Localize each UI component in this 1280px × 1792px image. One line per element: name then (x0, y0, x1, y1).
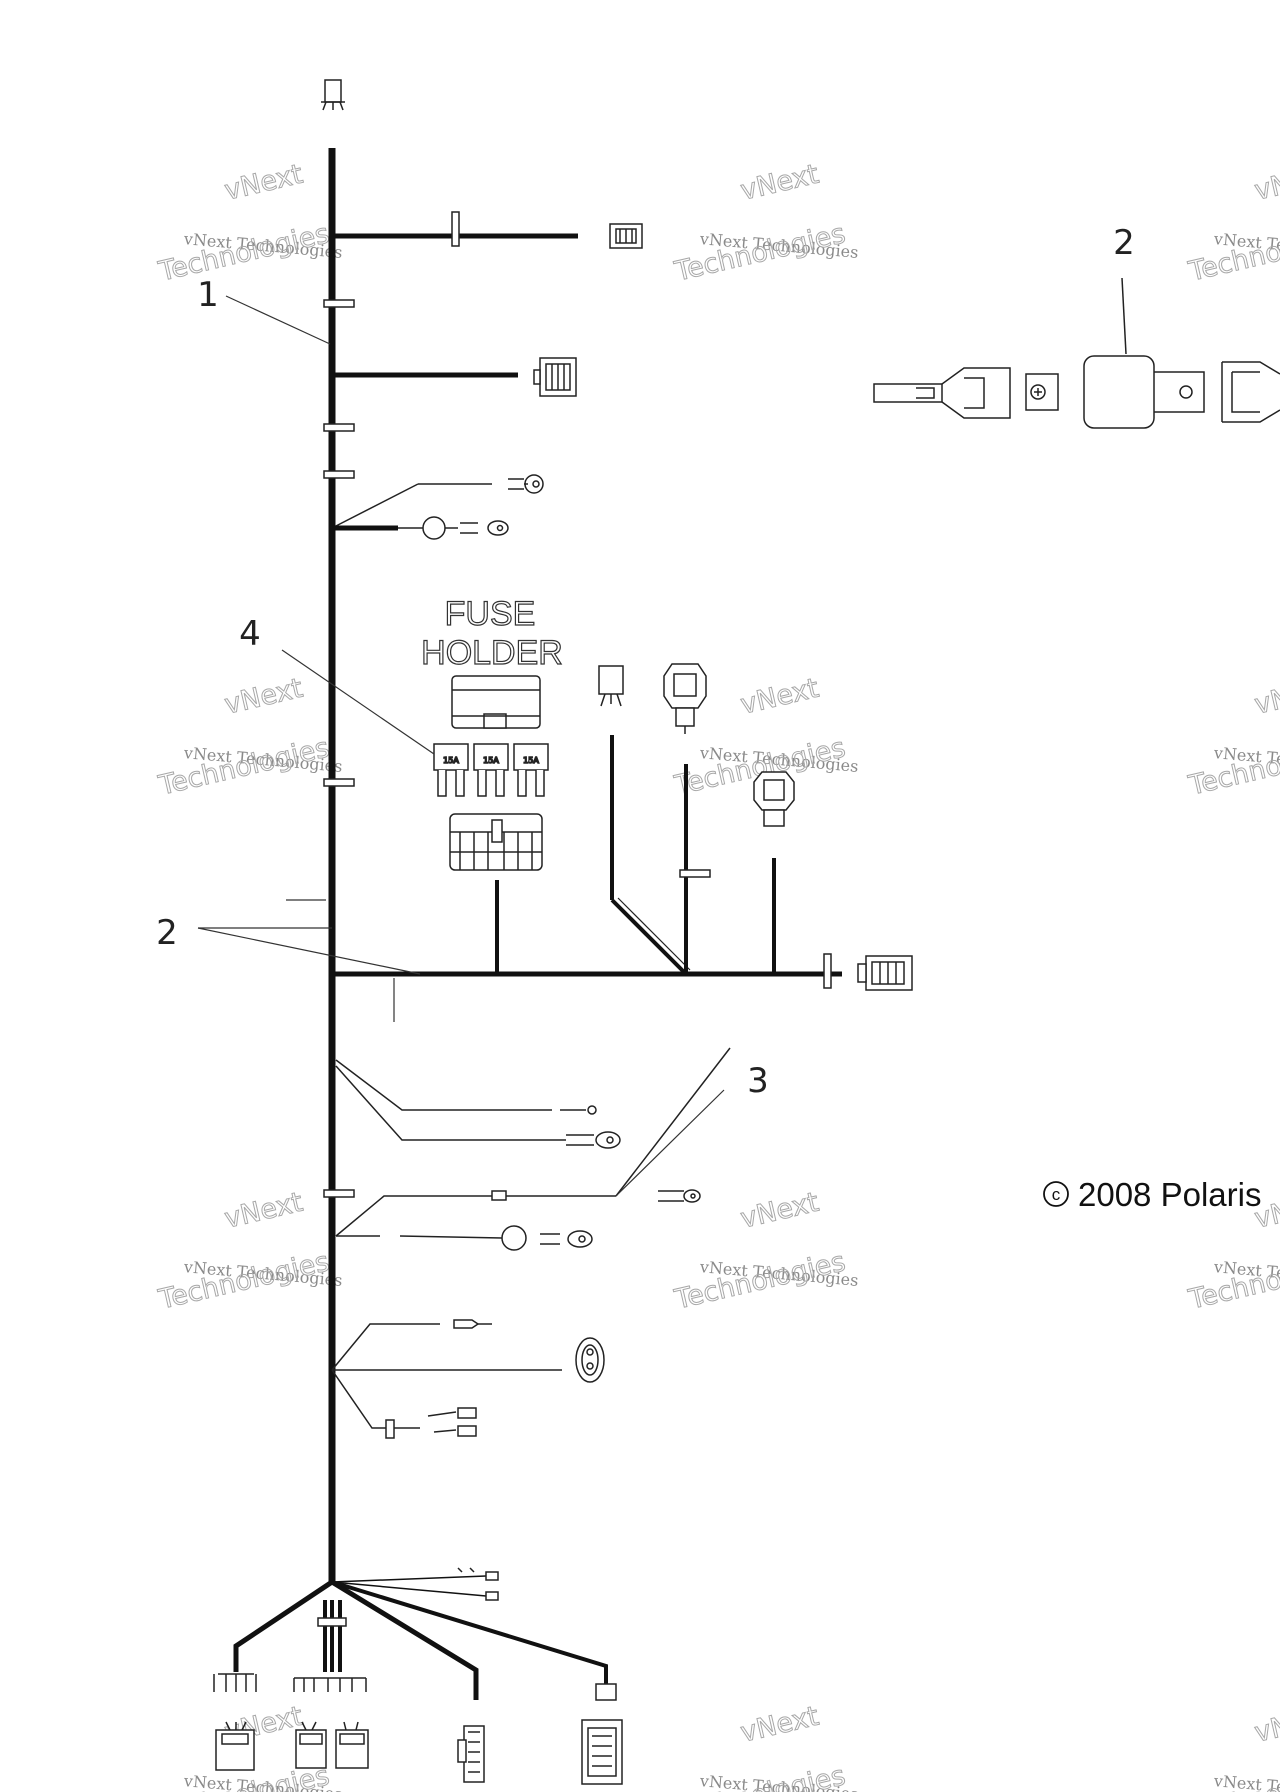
ring-terminal (560, 1105, 597, 1115)
branch-mid-connector (332, 357, 577, 397)
svg-text:Technologies: Technologies (671, 1246, 848, 1315)
sensor-connector (753, 771, 795, 827)
sensor-connectors (598, 663, 795, 976)
ring-terminal (658, 1189, 701, 1203)
ring-terminal (508, 474, 544, 494)
callout-3: 3 (615, 1061, 769, 1197)
bottom-fanout (233, 1567, 608, 1700)
trunk-clip (323, 1189, 355, 1198)
fuse-holder-assembly: FUSE HOLDER 15A 15A 15A (421, 594, 563, 974)
round-connector (575, 1337, 605, 1383)
fuse-holder-title-line2: HOLDER (421, 634, 563, 672)
svg-text:4: 4 (239, 614, 261, 654)
small-terminals (457, 1567, 499, 1601)
svg-text:Technologies: Technologies (155, 218, 332, 287)
top-connector (321, 79, 345, 111)
ring-terminal (566, 1131, 621, 1149)
bottom-connectors (213, 1673, 623, 1785)
fuse-blades: 15A 15A 15A (433, 743, 549, 797)
spade-terminals (427, 1407, 477, 1437)
fuse-blade: 15A (433, 743, 469, 797)
multi-pin-connector (457, 1725, 485, 1783)
trunk-clip (323, 778, 355, 787)
trunk-clips (323, 299, 355, 1198)
ring-terminal (398, 516, 509, 540)
svg-text:Technologies: Technologies (1185, 1246, 1280, 1315)
svg-text:vNext Technologies: vNext Technologies (1212, 1771, 1280, 1792)
svg-text:15A: 15A (443, 756, 459, 765)
ring-terminal (399, 1225, 593, 1251)
copyright-text: 2008 Polaris (1078, 1176, 1261, 1213)
sensor-connector (663, 663, 707, 734)
bullet-terminal (453, 1319, 492, 1329)
connector-plug (609, 223, 643, 249)
connector-plug (857, 955, 913, 991)
svg-text:2: 2 (156, 913, 178, 953)
fuse-holder-title-line1: FUSE (445, 595, 536, 633)
multi-pin-connector (335, 1721, 369, 1769)
fuse-blade: 15A (473, 743, 509, 797)
trunk-clip (323, 299, 355, 308)
watermark: vNext vNext Technologies Technologies (155, 158, 343, 288)
svg-text:Technologies: Technologies (1185, 732, 1280, 801)
multi-pin-connector (581, 1683, 623, 1785)
connector-plug (533, 357, 577, 397)
relay-connector (598, 665, 624, 707)
multi-pin-connector (295, 1721, 327, 1769)
svg-text:vNext: vNext (1252, 159, 1280, 207)
branch-top-connector (332, 211, 643, 249)
svg-text:vNext: vNext (738, 159, 822, 207)
watermark: vNext vNext Technologies Technologies (155, 672, 343, 802)
svg-text:vNext: vNext (222, 1187, 306, 1235)
watermark: vNext vNext Technologies Technologies (671, 1186, 859, 1316)
svg-text:Technologies: Technologies (155, 1246, 332, 1315)
multi-pin-connector (215, 1721, 255, 1771)
branch-ring-terminals-upper (331, 474, 544, 540)
svg-text:15A: 15A (523, 756, 539, 765)
svg-text:Technologies: Technologies (1185, 218, 1280, 287)
branch-main-horizontal (332, 953, 913, 991)
svg-text:3: 3 (747, 1061, 769, 1101)
svg-text:vNext: vNext (738, 1187, 822, 1235)
svg-text:1: 1 (197, 275, 219, 315)
fuse-holder-base (449, 813, 543, 871)
callout-4: 4 (239, 614, 435, 755)
svg-text:Technologies: Technologies (155, 732, 332, 801)
watermark: vNext vNext Technologies Technologies (1185, 158, 1280, 288)
svg-text:15A: 15A (483, 756, 499, 765)
svg-text:vNext: vNext (738, 673, 822, 721)
watermark: vNext vNext Technologies Technologies (1185, 672, 1280, 802)
copyright-notice: c 2008 Polaris (1043, 1176, 1261, 1213)
fuse-blade: 15A (513, 743, 549, 797)
svg-text:vNext: vNext (738, 1701, 822, 1749)
fuse-holder-cover (451, 675, 541, 729)
branch-ring-terminals-lower (335, 1047, 731, 1251)
svg-text:vNext: vNext (222, 159, 306, 207)
svg-text:vNext: vNext (1252, 1701, 1280, 1749)
callout-2-detail: 2 (1113, 223, 1135, 263)
svg-text:Technologies: Technologies (671, 218, 848, 287)
trunk-clip (323, 423, 355, 432)
copyright-symbol: c (1052, 1185, 1061, 1204)
part-2-detail: 2 (873, 223, 1280, 429)
watermark: vNext vNext Technologies Technologies (155, 1186, 343, 1316)
watermark: vNext vNext Technologies Technologies (671, 1700, 859, 1792)
watermark: vNext vNext Technologies Technologies (1185, 1700, 1280, 1792)
callout-2-main: 2 (156, 899, 421, 1022)
watermark: vNext vNext Technologies Technologies (671, 158, 859, 288)
svg-text:vNext: vNext (1252, 673, 1280, 721)
callout-1: 1 (197, 275, 331, 345)
branch-misc-connectors (331, 1319, 605, 1439)
svg-text:vNext: vNext (222, 673, 306, 721)
trunk-clip (323, 470, 355, 479)
